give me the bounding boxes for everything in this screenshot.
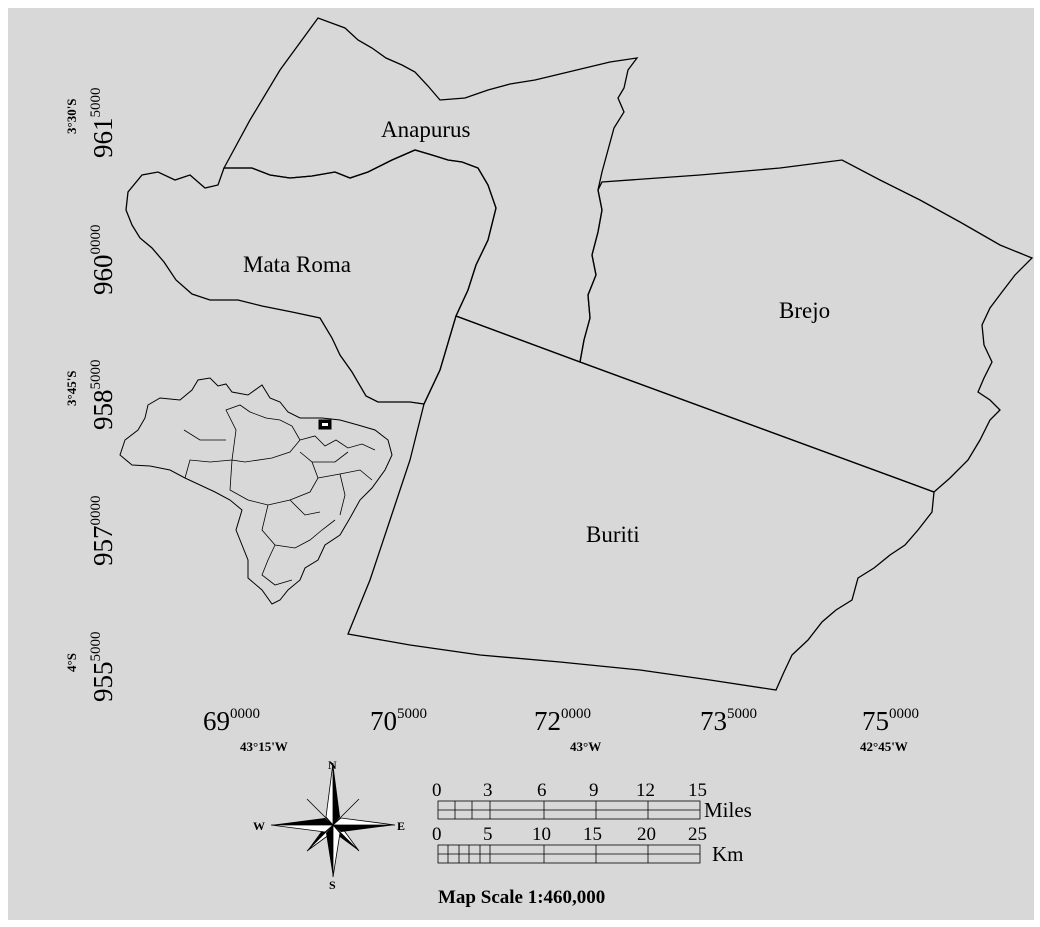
svg-text:15: 15 [688, 780, 707, 801]
svg-text:4°S: 4°S [64, 653, 79, 672]
label-anapurus: Anapurus [381, 117, 470, 142]
y-tick: 9555000 4°S [64, 632, 118, 703]
x-tick: 720000 43°W [534, 706, 601, 754]
svg-text:20: 20 [637, 824, 656, 845]
svg-text:25: 25 [688, 824, 707, 845]
svg-text:9585000: 9585000 [88, 360, 118, 431]
brazil-inset [119, 377, 393, 605]
svg-text:9555000: 9555000 [88, 632, 118, 703]
y-axis-labels: 9615000 3°30'S 9600000 9585000 3°45'S 95… [64, 88, 118, 703]
x-tick: 750000 42°45'W [860, 706, 919, 754]
svg-text:3: 3 [483, 780, 493, 801]
compass-rose: N S E W [253, 758, 405, 892]
map-frame [8, 8, 1034, 920]
compass-n: N [328, 758, 337, 772]
svg-text:9: 9 [589, 780, 599, 801]
scale-bar: 0 3 6 9 12 15 Miles 0 5 10 15 20 25 [432, 780, 752, 908]
svg-text:750000: 750000 [862, 706, 919, 736]
compass-e: E [397, 819, 405, 833]
km-bar [437, 844, 701, 864]
label-buriti: Buriti [586, 522, 640, 547]
svg-text:720000: 720000 [534, 706, 591, 736]
region-brejo [579, 159, 1034, 493]
km-unit: Km [712, 842, 744, 866]
brazil-states [183, 404, 376, 586]
compass-cardinals [270, 762, 396, 878]
svg-text:705000: 705000 [370, 706, 427, 736]
x-tick: 690000 43°15'W [203, 706, 288, 754]
svg-text:12: 12 [636, 780, 655, 801]
svg-text:9600000: 9600000 [88, 225, 118, 296]
svg-text:42°45'W: 42°45'W [860, 739, 908, 754]
miles-unit: Miles [704, 798, 752, 822]
svg-text:5: 5 [483, 824, 493, 845]
x-tick: 705000 [370, 706, 427, 736]
svg-text:3°30'S: 3°30'S [64, 98, 79, 134]
y-tick: 9570000 [88, 496, 118, 567]
x-axis-labels: 690000 43°15'W 705000 720000 43°W 735000… [203, 706, 919, 754]
compass-s: S [329, 878, 336, 892]
km-tick-labels: 0 5 10 15 20 25 [432, 824, 707, 845]
map-scale-title: Map Scale 1:460,000 [438, 887, 605, 908]
svg-text:3°45'S: 3°45'S [64, 370, 79, 406]
svg-text:0: 0 [432, 780, 442, 801]
svg-text:43°W: 43°W [570, 739, 601, 754]
x-tick: 735000 [700, 706, 757, 736]
svg-text:9570000: 9570000 [88, 496, 118, 567]
miles-tick-labels: 0 3 6 9 12 15 [432, 780, 707, 801]
region-buriti [347, 315, 935, 691]
brazil-outline [119, 377, 393, 605]
label-brejo: Brejo [779, 298, 830, 323]
region-mata-roma [125, 149, 497, 405]
svg-text:0: 0 [432, 824, 442, 845]
svg-text:6: 6 [537, 780, 547, 801]
label-mata-roma: Mata Roma [243, 252, 351, 277]
svg-text:690000: 690000 [203, 706, 260, 736]
y-tick: 9615000 3°30'S [64, 88, 118, 159]
svg-text:15: 15 [583, 824, 602, 845]
y-tick: 9600000 [88, 225, 118, 296]
svg-text:43°15'W: 43°15'W [240, 739, 288, 754]
y-tick: 9585000 3°45'S [64, 360, 118, 431]
svg-text:10: 10 [532, 824, 551, 845]
miles-bar [437, 800, 701, 820]
svg-text:735000: 735000 [700, 706, 757, 736]
compass-w: W [253, 819, 265, 833]
svg-text:9615000: 9615000 [88, 88, 118, 159]
